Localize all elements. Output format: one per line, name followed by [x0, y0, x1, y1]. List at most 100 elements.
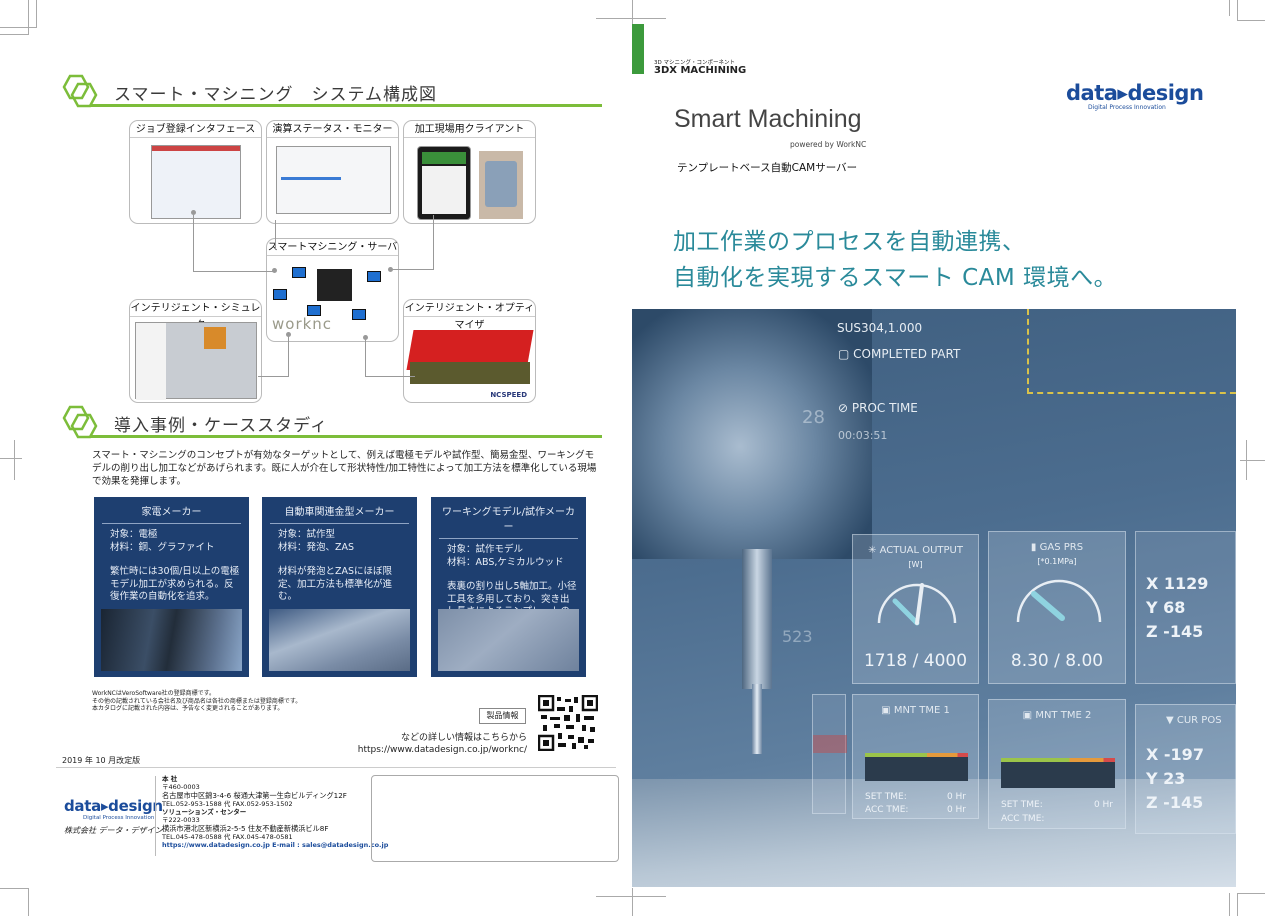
- product-url-link[interactable]: https://www.datadesign.co.jp/worknc/: [357, 745, 527, 755]
- crop-mark: [632, 888, 633, 916]
- hud-hours: 0 Hr: [946, 805, 966, 815]
- box-title: 加工現場用クライアント: [404, 121, 535, 138]
- hud-label-text: CUR POS: [1176, 715, 1222, 726]
- connector-line: [193, 215, 194, 272]
- company-contact-link[interactable]: https://www.datadesign.co.jp E-mail : sa…: [162, 841, 389, 850]
- job-interface-screenshot: [151, 145, 241, 219]
- case-material: 材料：発泡、ZAS: [278, 541, 355, 553]
- worknc-logo: worknc: [272, 315, 333, 333]
- crop-mark: [36, 0, 37, 28]
- connector-dot: [272, 268, 277, 273]
- case-card: ワーキングモデル/試作メーカー 対象：試作モデル 材料：ABS,ケミカルウッド …: [431, 497, 586, 677]
- progress-bar: [865, 753, 968, 757]
- crop-mark: [1240, 460, 1265, 461]
- hud-x: X -197: [1146, 745, 1204, 764]
- product-subtitle: テンプレートベース自動CAMサーバー: [677, 162, 858, 174]
- divider: [155, 776, 156, 856]
- legal-notes: WorkNCはVeroSoftware社の登録商標です。 その他の記載されている…: [92, 690, 301, 713]
- hud-dashed-frame: [1027, 309, 1236, 394]
- brand-logo: data▸design: [1066, 81, 1204, 105]
- case-card: 家電メーカー 対象：電極 材料：銅、グラファイト 繁忙時には30個/日以上の電極…: [94, 497, 249, 677]
- case-description: 材料が発泡とZASにほぼ限定、加工方法も標準化が進む。: [278, 566, 393, 602]
- sc-tel: TEL.045-478-0588 代 FAX.045-478-0581: [162, 833, 293, 842]
- spindle-head: [632, 309, 872, 559]
- note-line: 本カタログに記載された内容は、予告なく変更されることがあります。: [92, 705, 284, 712]
- simulator-screenshot: [135, 322, 257, 400]
- qr-code-icon[interactable]: [538, 695, 598, 751]
- company-logo-sub: Digital Process Innovation: [83, 815, 155, 821]
- mold-image: [269, 609, 410, 671]
- progress-track: [1001, 762, 1115, 788]
- section-title: スマート・マシニング システム構成図: [114, 85, 437, 105]
- electrode-image: [101, 609, 242, 671]
- hud-unit: [*0.1MPa]: [1037, 557, 1077, 566]
- sc-label: ソリューションズ・センター: [162, 808, 247, 817]
- connector-line: [288, 335, 289, 377]
- intro-paragraph: スマート・マシニングのコンセプトが有効なターゲットとして、例えば電極モデルや試作…: [92, 450, 597, 487]
- case-material: 材料：ABS,ケミカルウッド: [447, 556, 564, 568]
- connector-line: [390, 269, 434, 270]
- crop-mark: [28, 888, 29, 916]
- simulator-box: インテリジェント・シミュレータ: [129, 299, 262, 403]
- section-title: 導入事例・ケーススタディ: [114, 416, 328, 436]
- hud-xyz: X -197 Y 23 Z -145: [1146, 743, 1204, 815]
- server-box: スマートマシニング・サーバ worknc: [266, 238, 399, 342]
- hud-gauge-value: 28: [802, 407, 825, 428]
- hq-address: 名古屋市中区錦3-4-6 桜通大津第一生命ビルディング12F: [162, 790, 347, 800]
- sc-address: 横浜市港北区新横浜2-5-5 住友不動産新横浜ビル8F: [162, 823, 329, 833]
- progress-track: [865, 757, 968, 781]
- series-title: 3DX MACHINING: [654, 65, 747, 76]
- case-card: 自動車関連金型メーカー 対象：試作型 材料：発泡、ZAS 材料が発泡とZASにほ…: [262, 497, 417, 677]
- note-line: その他の記載されている会社名及び商品名は各社の商標または登録商標です。: [92, 697, 302, 705]
- box-title: インテリジェント・シミュレータ: [130, 300, 261, 331]
- hud-value: 1718 / 4000: [863, 651, 968, 671]
- hq-tel: TEL.052-953-1588 代 FAX.052-953-1502: [162, 799, 293, 808]
- case-description: 繁忙時には30個/日以上の電極モデル加工が求められる。反復作業の自動化を追求。: [110, 566, 240, 602]
- hud-z: Z -145: [1146, 622, 1204, 641]
- gauge-icon: [877, 583, 957, 626]
- dealer-stamp-box: [371, 775, 619, 862]
- crop-mark: [1237, 893, 1265, 894]
- case-material: 材料：銅、グラファイト: [110, 541, 215, 553]
- company-name: 株式会社 データ・デザイン: [64, 826, 163, 835]
- section-header-case-study: 導入事例・ケーススタディ: [62, 405, 602, 445]
- divider: [56, 767, 616, 768]
- case-target: 対象：試作型: [278, 529, 336, 540]
- crop-mark: [0, 888, 28, 889]
- hud-acc-time: ACC TME:: [865, 805, 909, 815]
- product-info-label: 製品情報: [479, 708, 526, 724]
- revision-date: 2019 年 10 月改定版: [62, 756, 141, 765]
- hud-acc-time: ACC TME:: [1001, 814, 1045, 824]
- model-image: [438, 609, 579, 671]
- selected-row: [281, 177, 341, 180]
- hud-hours: 0 Hr: [946, 792, 966, 802]
- server-rack-icon: [317, 269, 352, 301]
- hud-material: SUS304,1.000: [837, 321, 923, 335]
- brand-logo-sub: Digital Process Innovation: [1088, 104, 1166, 111]
- hud-hours: 0 Hr: [1093, 800, 1113, 810]
- hud-label: ▮ GAS PRS: [1030, 542, 1084, 553]
- section-underline: [90, 435, 602, 438]
- phone-screen: [485, 161, 517, 207]
- hud-value: 8.30 / 8.00: [1010, 651, 1104, 671]
- window-titlebar: [152, 146, 240, 151]
- crop-mark: [0, 34, 28, 35]
- company-logo: data▸design: [64, 797, 163, 815]
- crop-mark: [632, 0, 633, 28]
- machining-photo: SUS304,1.000 ▢ COMPLETED PART ⊘ PROC TIM…: [632, 309, 1236, 887]
- hud-actual-output-panel: ✳ ACTUAL OUTPUT [W] 1718 / 4000: [852, 534, 979, 684]
- section-header-system: スマート・マシニング システム構成図: [62, 74, 602, 114]
- hud-maintenance-2-panel: ▣ MNT TME 2 SET TME: 0 Hr ACC TME:: [988, 699, 1126, 829]
- powered-by: powered by WorkNC: [790, 140, 867, 149]
- tablet-image: [417, 146, 471, 220]
- hud-consumption-panel: [812, 694, 847, 814]
- box-title: スマートマシニング・サーバ: [267, 239, 398, 256]
- monitor-screenshot: [276, 146, 391, 214]
- crop-mark: [28, 0, 29, 35]
- sc-zip: 〒222-0033: [162, 816, 200, 825]
- progress-bar: [1001, 758, 1115, 762]
- smartphone-image: [479, 151, 523, 219]
- tool-holder: [742, 549, 772, 689]
- computer-icon: [292, 267, 306, 278]
- ncspeed-logo: NCSPEED: [490, 391, 527, 399]
